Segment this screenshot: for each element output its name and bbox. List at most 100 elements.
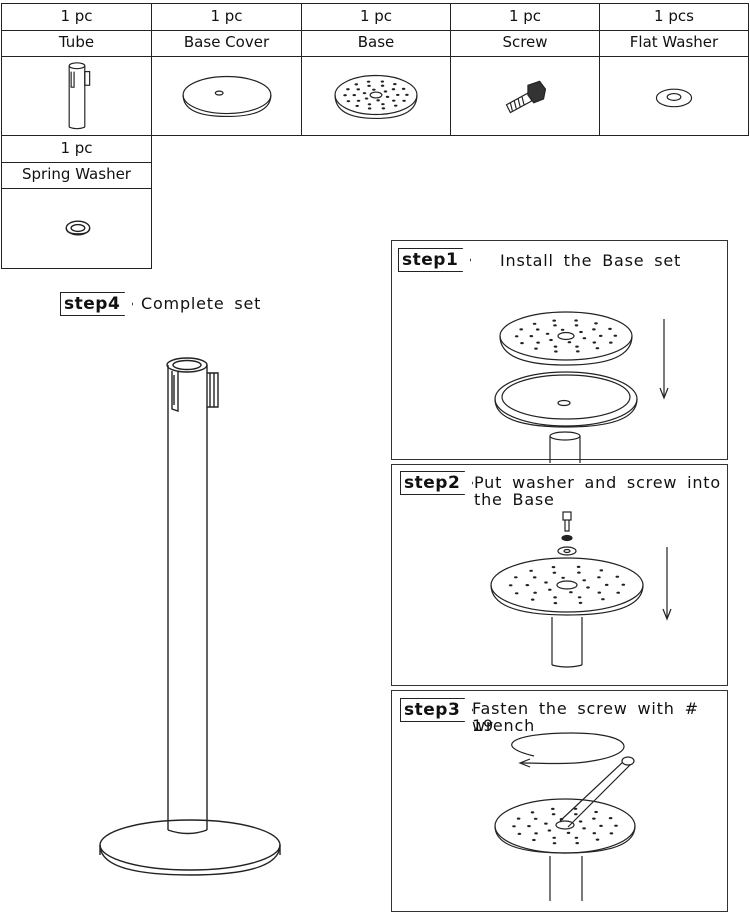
part-qty: 1 pc (152, 4, 301, 31)
part-name: Flat Washer (600, 30, 748, 57)
base-hole (592, 341, 597, 344)
base-hole (551, 813, 556, 816)
base-hole (508, 584, 513, 587)
base-hole (569, 591, 573, 594)
base-hole (594, 322, 598, 325)
base-hole (595, 838, 600, 841)
base-plate-icon (334, 74, 418, 120)
base-hole (554, 350, 558, 353)
base-hole (401, 87, 406, 90)
part-cell-base-cover: 1 pc Base Cover (151, 3, 302, 136)
base-hole (393, 104, 398, 107)
tube-icon (68, 62, 91, 130)
base-hole (533, 817, 538, 820)
base-hole (547, 829, 552, 832)
base-hole (380, 80, 385, 83)
base-hole (551, 566, 556, 569)
base-hole (595, 347, 600, 350)
base-hole (525, 584, 530, 587)
base-hole (402, 99, 406, 102)
part-name: Base (302, 30, 450, 57)
base-hole (516, 817, 521, 820)
base-hole (577, 596, 582, 599)
base-hole (609, 341, 613, 344)
part-cell-tube: 1 pc Tube (1, 3, 152, 136)
step2-panel: step2 Put washer and screw into the Base (391, 464, 728, 686)
base-hole (574, 813, 578, 816)
part-qty: 1 pc (2, 4, 151, 31)
step1-text: Install the Base set (500, 251, 682, 270)
base-hole (372, 88, 376, 91)
base-hole (599, 569, 604, 572)
base-hole (356, 99, 361, 102)
base-hole (616, 591, 620, 594)
base-hole (519, 328, 523, 331)
base-hole (597, 576, 601, 579)
base-hole (534, 832, 538, 835)
base-picture (302, 56, 450, 135)
base-hole (586, 586, 590, 589)
base-hole (514, 592, 519, 595)
base-hole (532, 322, 537, 325)
base-hole (582, 337, 587, 340)
base-hole (566, 831, 571, 834)
part-name: Spring Washer (2, 162, 151, 189)
base-hole (552, 571, 557, 574)
base-hole (346, 88, 350, 91)
base-hole (573, 807, 578, 810)
step4-tag: step4 (60, 292, 134, 316)
base-hole (576, 565, 581, 568)
base-hole (553, 345, 558, 348)
base-hole (527, 825, 531, 828)
base-hole (534, 347, 538, 350)
base-hole (346, 100, 351, 103)
base-hole (567, 341, 572, 344)
base-hole (553, 602, 558, 605)
base-hole (575, 345, 579, 348)
base-hole (552, 836, 556, 839)
part-qty: 1 pcs (600, 4, 748, 31)
base-hole (608, 327, 612, 330)
base-hole (559, 818, 564, 821)
screw-icon (505, 80, 547, 114)
base-hole (544, 581, 548, 584)
base-hole (579, 330, 583, 334)
base-hole (366, 80, 371, 83)
spring-washer-icon (65, 220, 91, 236)
base-hole (576, 350, 580, 353)
part-name: Screw (451, 30, 599, 57)
base-hole (376, 99, 380, 102)
base-hole (381, 103, 385, 106)
base-hole (598, 334, 603, 337)
base-hole (352, 94, 357, 97)
part-cell-screw: 1 pc Screw (450, 3, 600, 136)
step1-panel: step1 Install the Base set (391, 240, 728, 463)
base-hole (367, 107, 372, 110)
base-hole (520, 342, 524, 345)
base-hole (517, 832, 522, 835)
base-hole (391, 88, 396, 91)
step3-tag: step3 (400, 698, 474, 722)
base-hole (393, 83, 397, 86)
base-hole (354, 83, 359, 86)
part-qty: 1 pc (2, 136, 151, 163)
base-hole (561, 576, 565, 579)
base-hole (535, 328, 540, 331)
base-hole (380, 84, 385, 87)
base-hole (608, 817, 613, 820)
screw-picture (451, 56, 599, 135)
flat-washer-picture (600, 56, 748, 135)
base-hole (594, 810, 598, 814)
base-hole (582, 827, 586, 830)
part-name: Tube (2, 30, 151, 57)
base-hole (532, 576, 537, 579)
base-hole (552, 842, 557, 845)
base-hole (544, 822, 548, 825)
base-hole (529, 335, 534, 338)
base-hole (532, 838, 536, 842)
base-hole (385, 95, 390, 98)
base-hole (578, 601, 583, 604)
base-hole (614, 824, 618, 827)
base-hole (355, 104, 359, 108)
base-hole (592, 832, 597, 835)
